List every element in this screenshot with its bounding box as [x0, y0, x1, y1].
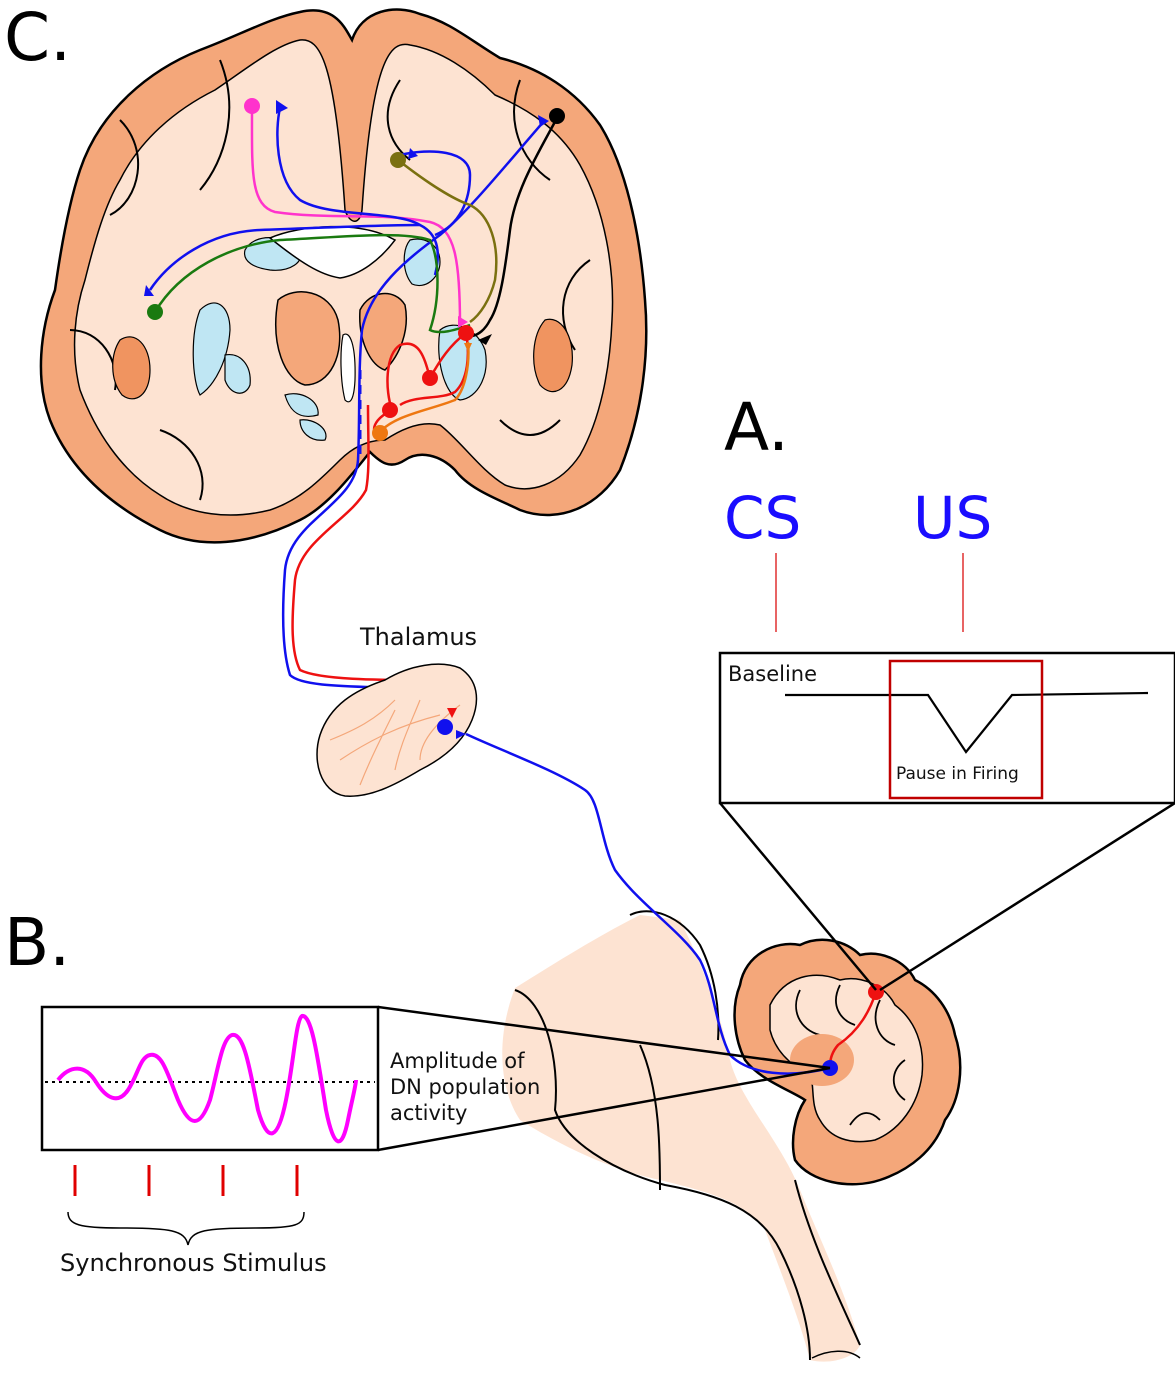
amplitude-label-line-2: DN population [390, 1075, 540, 1099]
stimulus-brace [68, 1212, 304, 1245]
olive-neuron [390, 152, 406, 168]
insular-cortex [113, 337, 150, 399]
red-neuron-2 [422, 370, 438, 386]
panel-a-letter: A. [724, 389, 789, 466]
green-neuron [147, 304, 163, 320]
amplitude-label-line-3: activity [390, 1101, 467, 1125]
us-label: US [913, 484, 992, 552]
panel-c-letter: C. [4, 0, 71, 76]
baseline-label: Baseline [728, 662, 817, 686]
cs-label: CS [724, 484, 801, 552]
red-neuron-1 [458, 325, 474, 341]
panel-b-letter: B. [4, 904, 70, 981]
orange-neuron [372, 425, 388, 441]
amplitude-label-line-1: Amplitude of [390, 1049, 525, 1073]
black-neuron [549, 108, 565, 124]
panel-a: A. CS US Baseline Pause in Firing [720, 389, 1175, 990]
thalamus-label: Thalamus [359, 623, 477, 651]
pause-label: Pause in Firing [896, 764, 1019, 784]
thalamic-neuron [437, 719, 453, 735]
purkinje-cell [868, 984, 884, 1000]
thalamus: Thalamus [317, 623, 477, 796]
brain-coronal-section [41, 10, 646, 543]
red-neuron-3 [382, 402, 398, 418]
zoom-line-right [880, 803, 1175, 990]
third-ventricle [341, 334, 355, 402]
magenta-neuron [244, 98, 260, 114]
thalamus-body [317, 664, 476, 796]
stimulus-label: Synchronous Stimulus [60, 1249, 327, 1277]
